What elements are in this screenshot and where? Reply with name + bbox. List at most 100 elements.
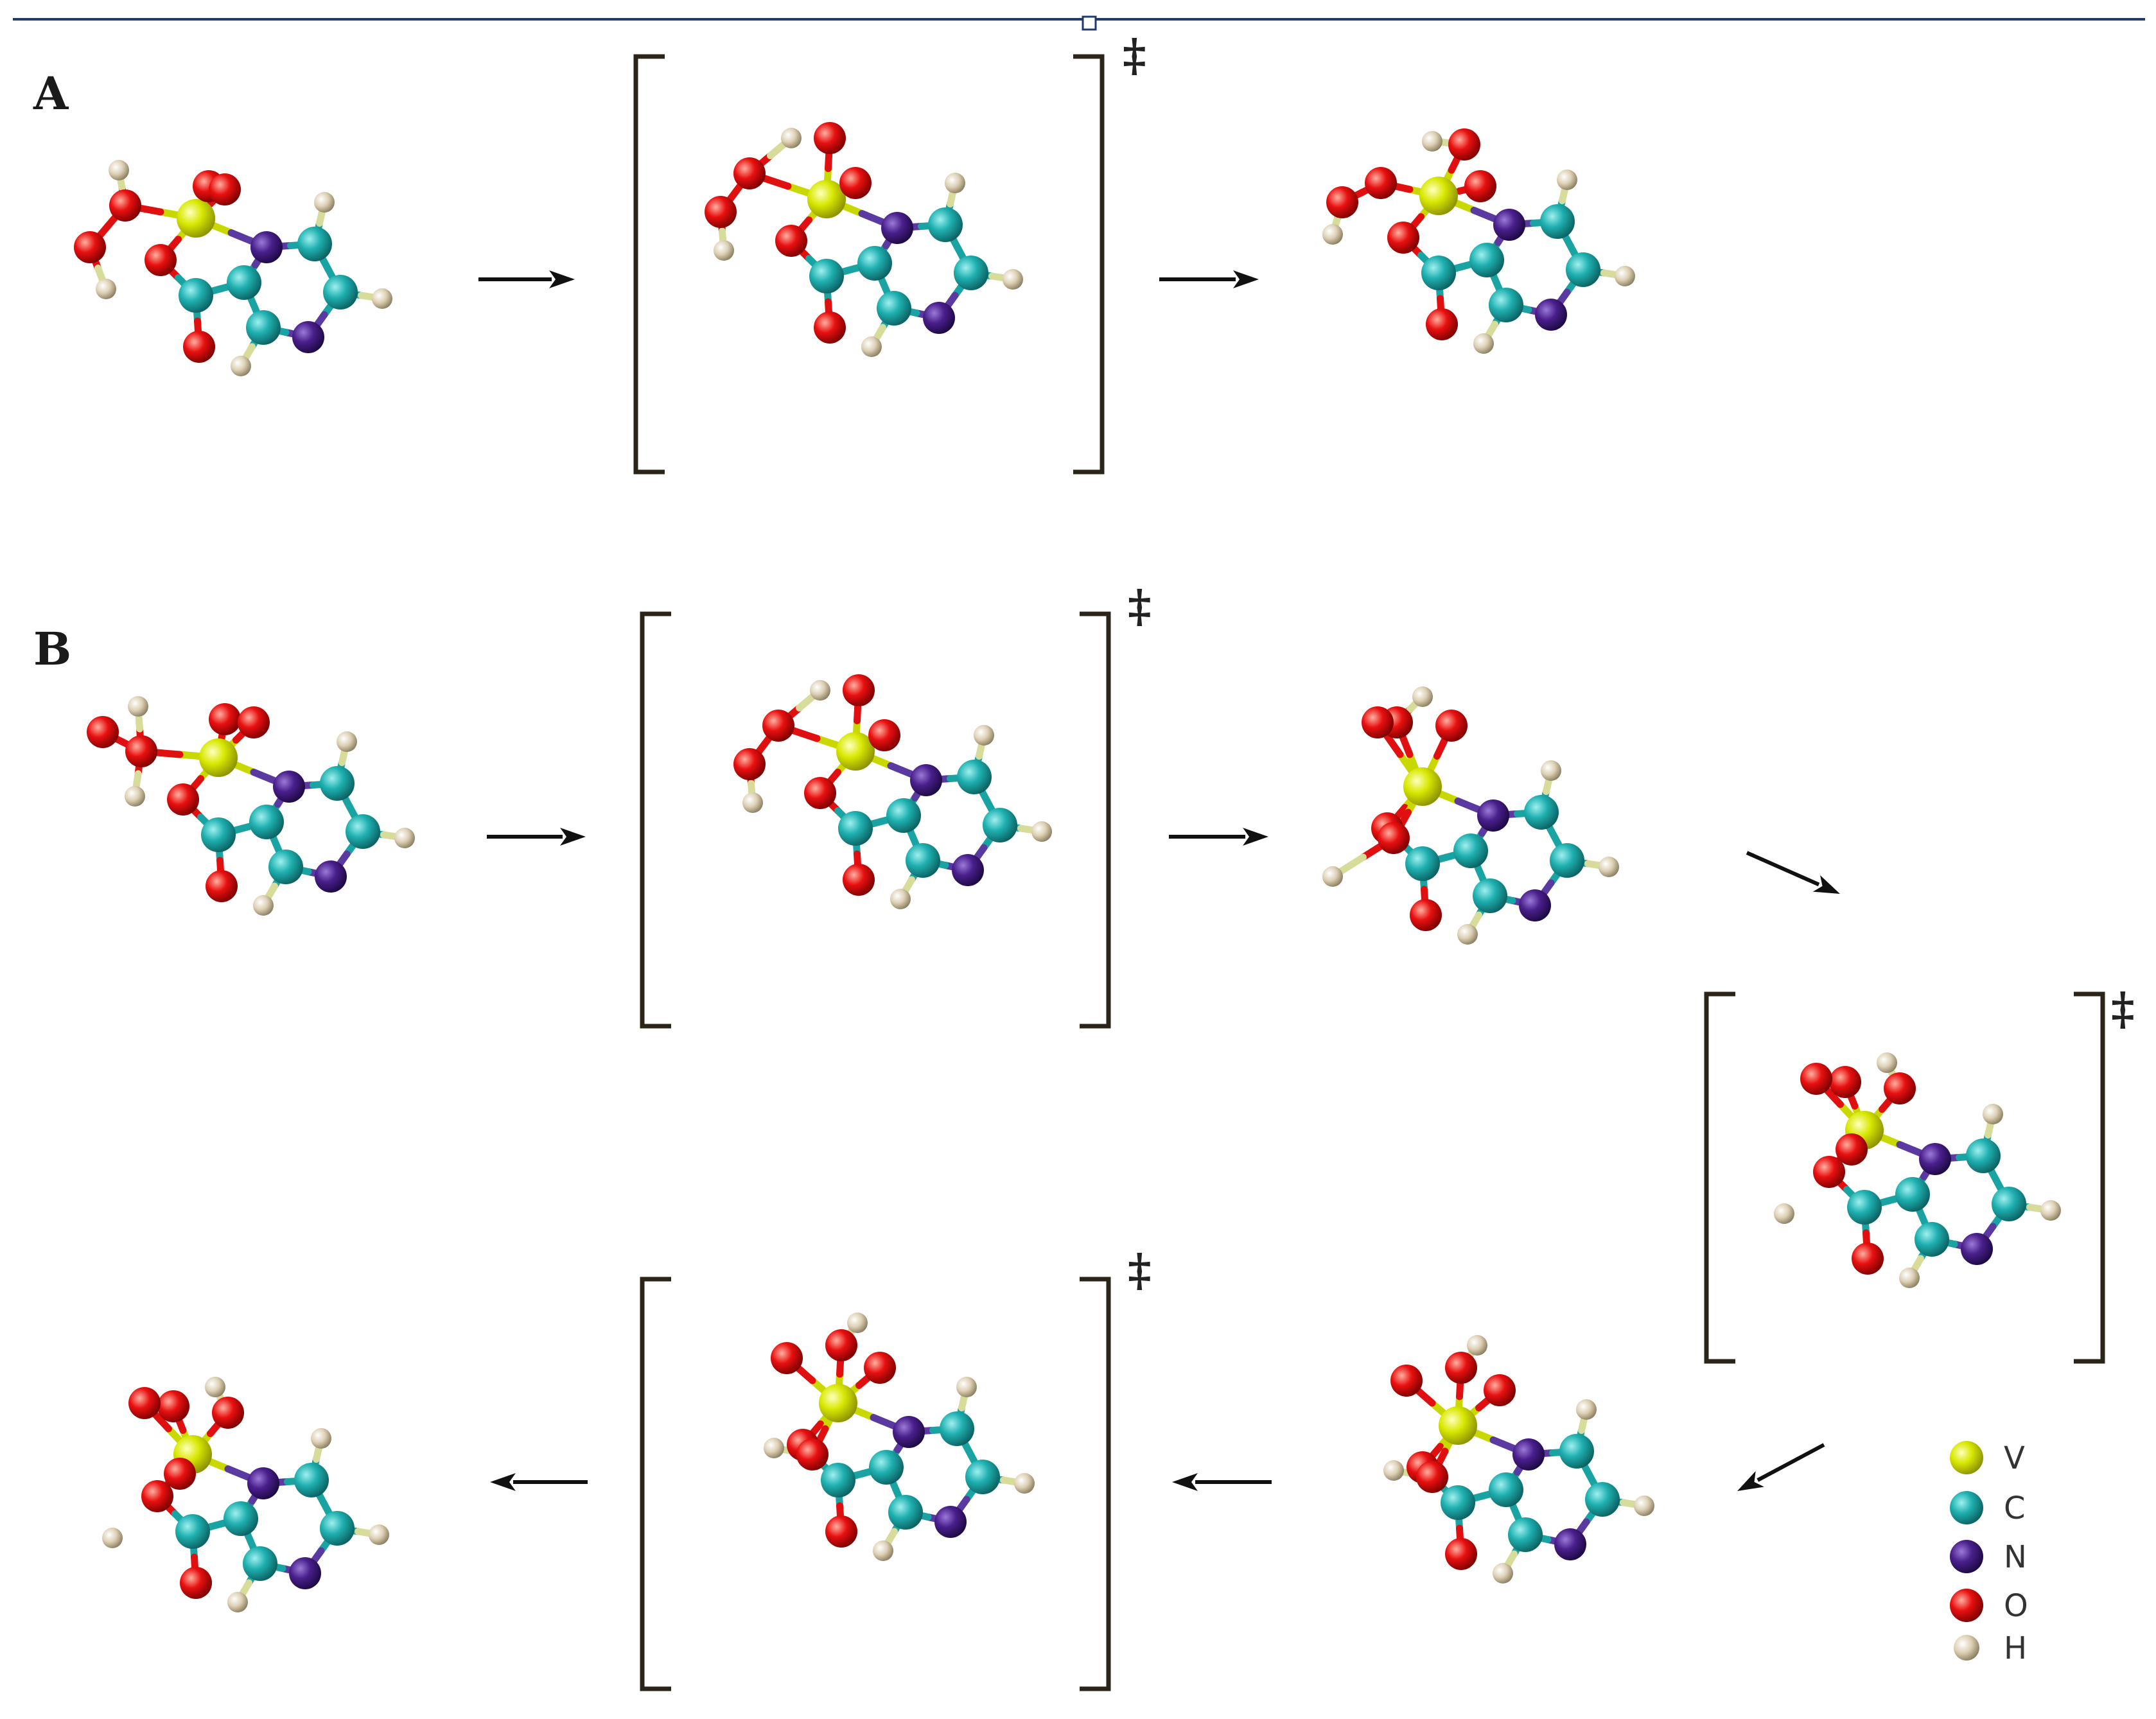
panel-label-b: B bbox=[33, 622, 71, 676]
oxygen-atom bbox=[209, 173, 241, 205]
legend-swatch-n bbox=[1950, 1540, 1983, 1573]
hydrogen-atom bbox=[369, 1524, 389, 1545]
oxygen-atom bbox=[74, 231, 106, 263]
nitrogen-atom bbox=[1512, 1438, 1545, 1470]
ts-bracket-a1-right bbox=[1073, 54, 1105, 475]
hydrogen-atom bbox=[314, 192, 335, 213]
oxygen-atom bbox=[1884, 1072, 1916, 1104]
oxygen-atom bbox=[164, 1458, 196, 1490]
molecule-b-reactant bbox=[87, 696, 415, 916]
carbon-atom bbox=[857, 246, 892, 281]
carbon-atom bbox=[1508, 1517, 1543, 1552]
oxygen-atom bbox=[839, 167, 872, 199]
oxygen-atom bbox=[109, 189, 141, 222]
carbon-atom bbox=[297, 227, 332, 261]
oxygen-atom bbox=[145, 244, 177, 276]
molecule-b-intermediate-2 bbox=[1383, 1335, 1654, 1584]
hydrogen-atom bbox=[311, 1428, 331, 1449]
carbon-atom bbox=[1895, 1177, 1930, 1212]
carbon-atom bbox=[1847, 1190, 1882, 1225]
hydrogen-atom bbox=[1576, 1399, 1597, 1420]
oxygen-atom bbox=[843, 674, 875, 706]
hydrogen-atom bbox=[394, 828, 415, 848]
hydrogen-atom bbox=[253, 895, 274, 916]
arrow-b6 bbox=[490, 1473, 588, 1491]
hydrogen-atom bbox=[231, 356, 251, 376]
hydrogen-atom bbox=[861, 336, 882, 357]
oxygen-atom bbox=[1390, 1365, 1423, 1397]
molecule-b-transition-state-2 bbox=[1774, 1052, 2061, 1288]
oxygen-atom bbox=[733, 157, 766, 189]
carbon-atom bbox=[1441, 1485, 1475, 1520]
oxygen-atom bbox=[843, 864, 875, 896]
nitrogen-atom bbox=[881, 212, 913, 244]
hydrogen-atom bbox=[873, 1540, 893, 1561]
legend-label-c: C bbox=[2004, 1490, 2026, 1526]
carbon-atom bbox=[1453, 833, 1488, 868]
carbon-atom bbox=[1469, 243, 1504, 277]
carbon-atom bbox=[294, 1463, 329, 1497]
carbon-atom bbox=[346, 814, 380, 849]
arrow-b4-head bbox=[1737, 1470, 1764, 1491]
hydrogen-atom bbox=[96, 279, 116, 299]
arrow-b5-head bbox=[1172, 1473, 1198, 1491]
hydrogen-atom bbox=[1322, 224, 1343, 245]
hydrogen-atom bbox=[2040, 1200, 2061, 1221]
ts-bracket-b1-right bbox=[1080, 611, 1111, 1029]
vanadium-atom bbox=[1403, 767, 1442, 806]
hydrogen-atom bbox=[810, 680, 830, 701]
oxygen-atom bbox=[804, 777, 836, 809]
oxygen-atom bbox=[864, 1352, 896, 1384]
hydrogen-atom bbox=[1877, 1052, 1897, 1073]
molecule-b-transition-state-3 bbox=[764, 1313, 1035, 1561]
oxygen-atom bbox=[1464, 170, 1496, 202]
oxygen-atom bbox=[771, 1342, 803, 1374]
carbon-atom bbox=[940, 1411, 974, 1446]
nitrogen-atom bbox=[1535, 299, 1567, 331]
top-rule-tab bbox=[1082, 15, 1097, 31]
arrow-b4-shaft bbox=[1757, 1443, 1825, 1482]
molecule-b-product bbox=[102, 1377, 389, 1612]
oxygen-atom bbox=[814, 311, 846, 344]
hydrogen-atom bbox=[1422, 131, 1442, 152]
nitrogen-atom bbox=[1554, 1528, 1586, 1560]
arrow-a1 bbox=[478, 270, 575, 288]
nitrogen-atom bbox=[923, 302, 955, 334]
hydrogen-atom bbox=[1493, 1563, 1513, 1584]
carbon-atom bbox=[320, 1511, 355, 1546]
transition-state-mark-b3: ‡ bbox=[1128, 1243, 1152, 1296]
nitrogen-atom bbox=[292, 321, 324, 353]
carbon-atom bbox=[954, 256, 988, 290]
ts-bracket-a1 bbox=[633, 54, 1105, 475]
oxygen-atom bbox=[1829, 1066, 1861, 1098]
hydrogen-atom bbox=[205, 1377, 225, 1397]
hydrogen-atom bbox=[1983, 1104, 2003, 1124]
molecule-structures bbox=[74, 122, 2061, 1612]
arrow-b1 bbox=[487, 828, 586, 846]
nitrogen-atom bbox=[893, 1416, 925, 1448]
element-legend: V C N O H bbox=[1950, 1440, 2028, 1666]
carbon-atom bbox=[877, 291, 911, 326]
ts-bracket-b3-left bbox=[640, 1277, 671, 1691]
carbon-atom bbox=[1473, 878, 1507, 913]
vanadium-atom bbox=[807, 180, 846, 218]
carbon-atom bbox=[1566, 252, 1600, 287]
carbon-atom bbox=[246, 310, 281, 345]
hydrogen-atom bbox=[781, 128, 802, 148]
hydrogen-atom bbox=[714, 240, 734, 261]
hydrogen-atom bbox=[1457, 924, 1478, 945]
molecule-b-transition-state-1 bbox=[733, 674, 1052, 909]
ts-bracket-b2-left bbox=[1704, 991, 1735, 1364]
nitrogen-atom bbox=[1961, 1233, 1993, 1265]
carbon-atom bbox=[1524, 795, 1559, 830]
carbon-atom bbox=[888, 1495, 923, 1530]
carbon-atom bbox=[1405, 846, 1440, 881]
carbon-atom bbox=[1585, 1482, 1620, 1517]
oxygen-atom bbox=[1365, 167, 1397, 199]
oxygen-atom bbox=[733, 748, 766, 780]
arrow-b4 bbox=[1737, 1443, 1825, 1491]
reaction-arrows bbox=[478, 270, 1840, 1491]
hydrogen-atom bbox=[227, 1592, 248, 1612]
hydrogen-atom bbox=[1634, 1496, 1654, 1516]
